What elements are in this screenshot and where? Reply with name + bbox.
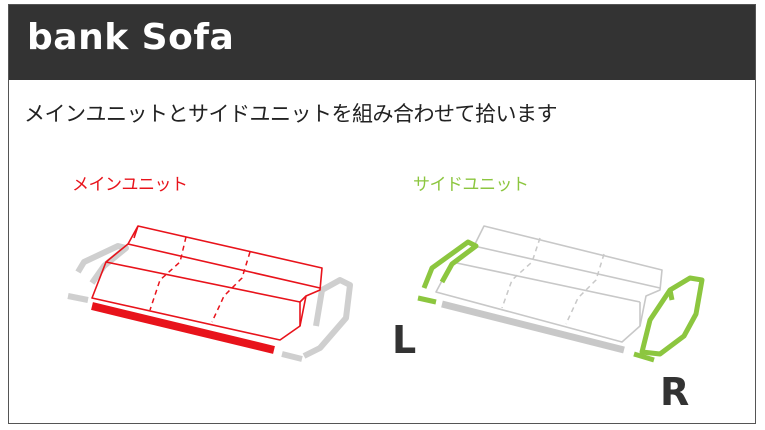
side-unit-illustration (417, 225, 705, 363)
header-bar: bank Sofa (9, 5, 755, 80)
main-unit-body (91, 225, 323, 341)
side-unit-label: サイドユニット (413, 175, 529, 195)
page-title: bank Sofa (27, 17, 235, 58)
main-unit-seams (149, 236, 251, 323)
main-side-arms-gray (67, 243, 353, 362)
left-marker: L (392, 318, 417, 362)
card-frame: bank Sofa (8, 4, 756, 424)
main-unit-illustration (67, 225, 353, 362)
side-arms-green (417, 239, 705, 363)
main-unit-label: メインユニット (72, 175, 188, 195)
right-marker: R (660, 370, 690, 414)
main-base-bar (91, 302, 275, 354)
side-main-seams (501, 237, 605, 325)
side-base-bar-gray (441, 300, 625, 354)
description-text: メインユニットとサイドユニットを組み合わせて拾います (24, 102, 558, 126)
